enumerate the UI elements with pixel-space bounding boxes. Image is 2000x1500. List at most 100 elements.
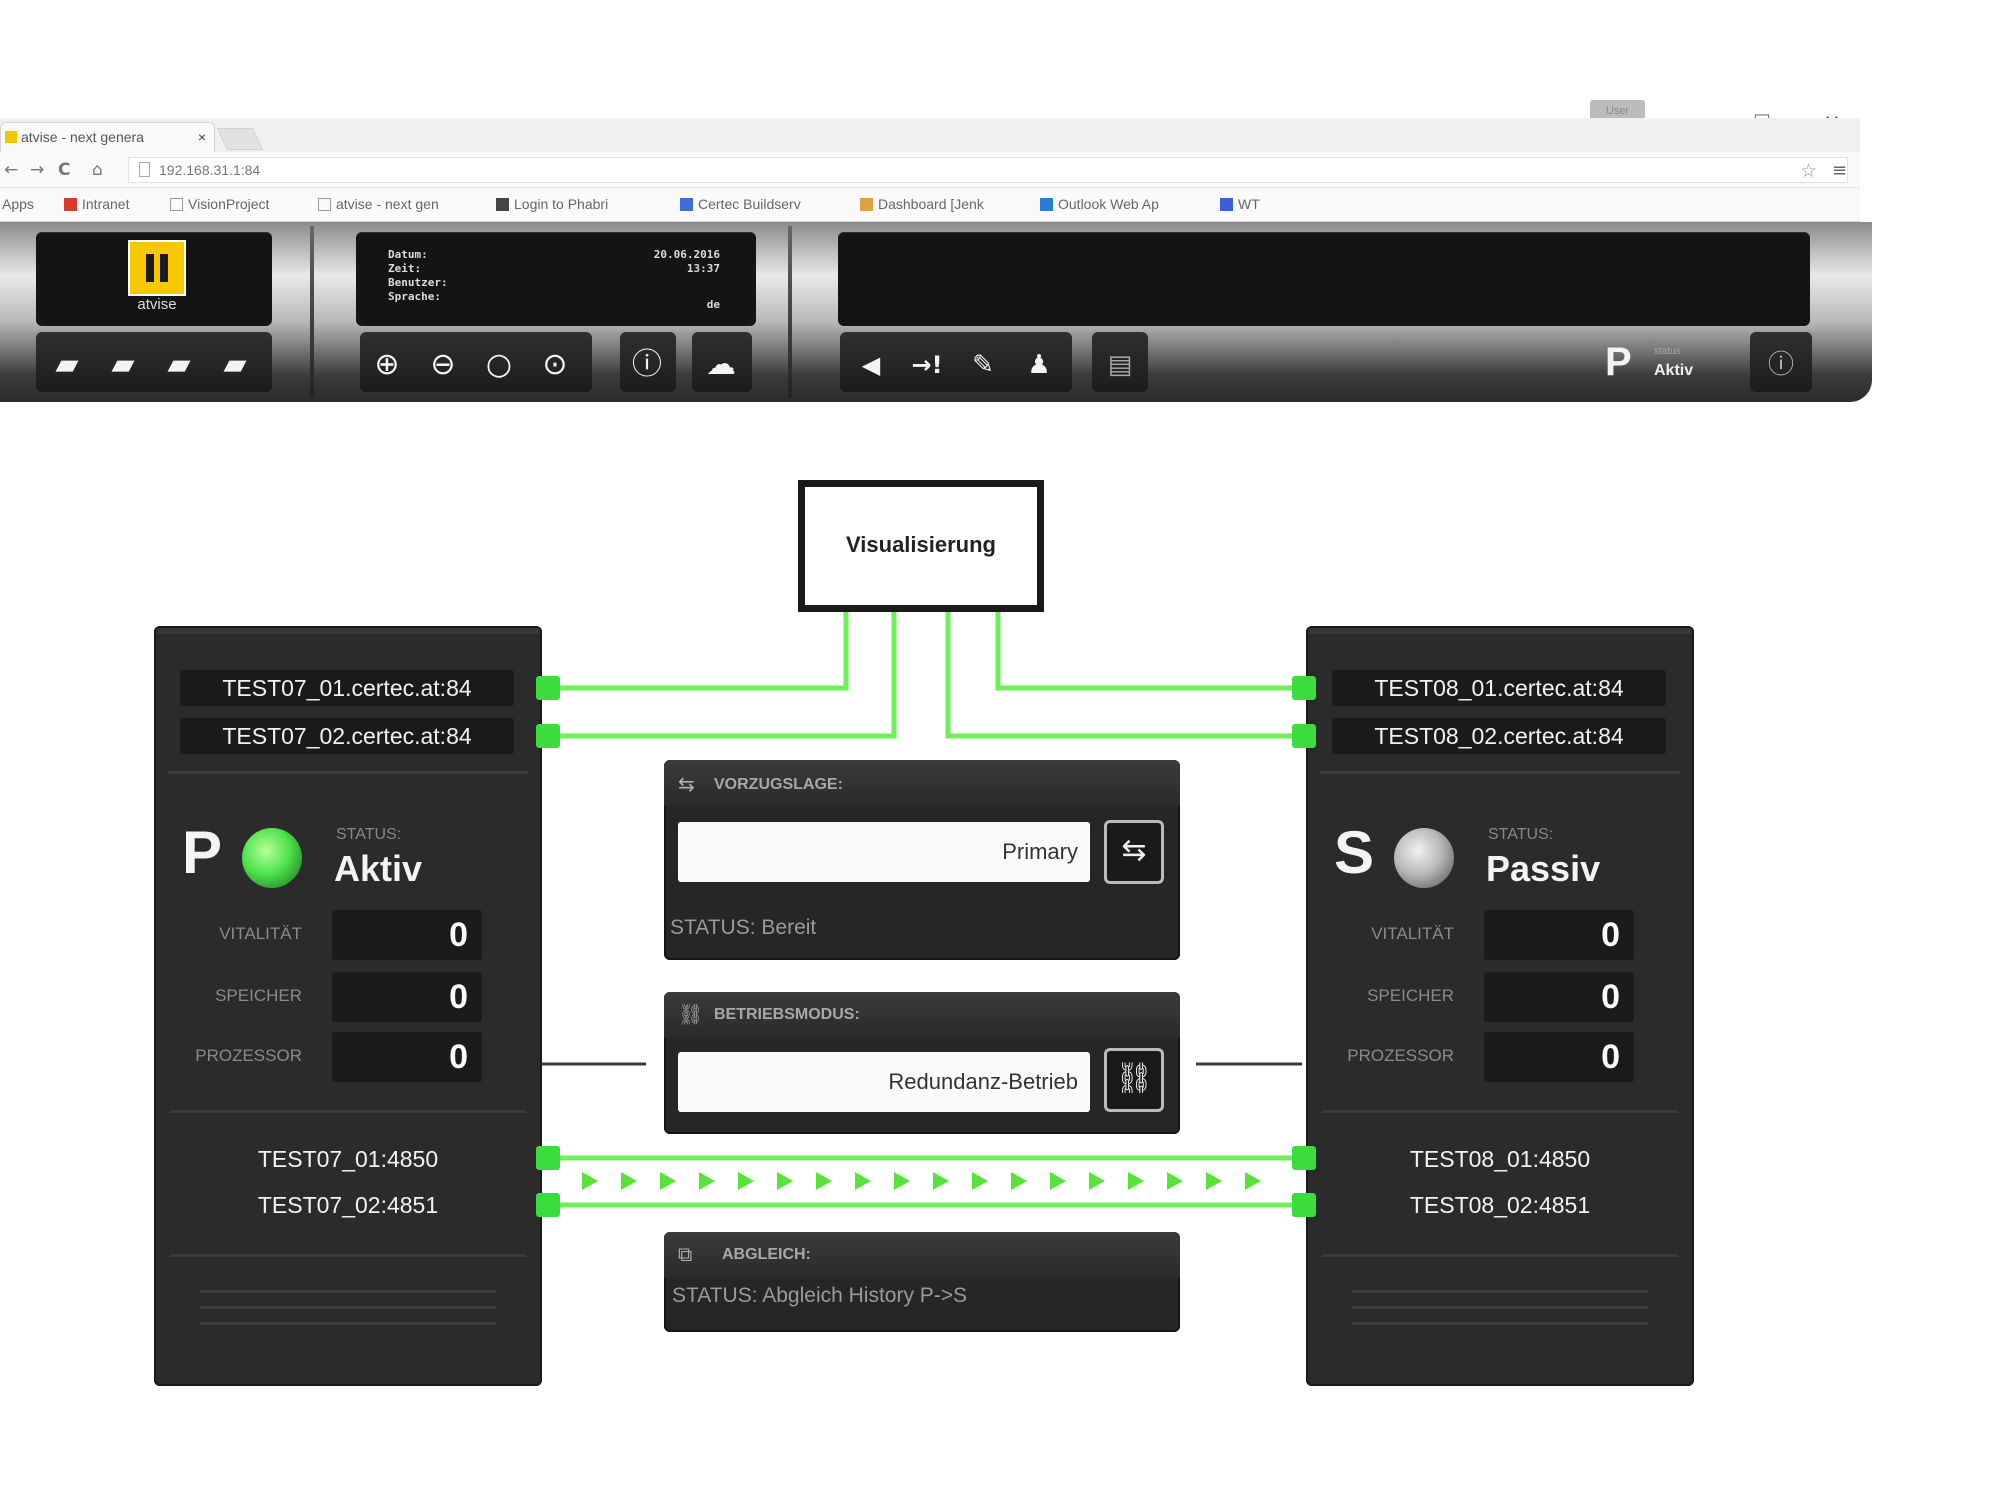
link-right-host2 xyxy=(945,612,1300,739)
chat-icon[interactable]: ☁ xyxy=(706,347,736,382)
bookmark-star-icon[interactable]: ☆ xyxy=(1800,161,1818,182)
left-host-1: TEST07_01.certec.at:84 xyxy=(180,670,514,706)
left-status-label: STATUS: xyxy=(336,826,402,843)
right-port-2-dot xyxy=(1292,1193,1316,1217)
left-port-1: TEST07_01:4850 xyxy=(257,1146,439,1172)
bookmark-visionproject[interactable]: VisionProject xyxy=(170,196,269,212)
sync-arrow xyxy=(1245,1172,1261,1190)
link-left-host2 xyxy=(550,612,897,739)
left-memory-label: SPEICHER xyxy=(215,986,302,1005)
zoom-out-icon[interactable]: ⊖ xyxy=(430,347,456,382)
info-icon-group xyxy=(620,332,676,392)
folder-import-icon[interactable]: ▰ xyxy=(167,347,191,382)
date-label: Datum: xyxy=(388,248,428,261)
time-value: 13:37 xyxy=(686,262,720,275)
message-panel xyxy=(838,232,1810,326)
toolbar-status-value: Aktiv xyxy=(1654,362,1694,379)
back-icon[interactable]: ← xyxy=(4,160,19,180)
user-label: Benutzer: xyxy=(388,276,448,289)
bookmarks-bar xyxy=(0,188,1860,222)
right-memory-value: 0 xyxy=(1484,972,1634,1022)
left-status-value: Aktiv xyxy=(334,848,423,889)
bookmark-outlook[interactable]: Outlook Web Ap xyxy=(1040,196,1159,212)
right-host-1: TEST08_01.certec.at:84 xyxy=(1332,670,1666,706)
operating-mode-field[interactable]: Redundanz-Betrieb xyxy=(678,1052,1090,1112)
left-divider xyxy=(170,1110,526,1113)
right-port-1: TEST08_01:4850 xyxy=(1409,1146,1591,1172)
document-icon[interactable]: ▤ xyxy=(1107,350,1133,380)
sync-arrow xyxy=(621,1172,637,1190)
jenkins-favicon-icon xyxy=(860,198,873,211)
bookmark-wt[interactable]: WT xyxy=(1220,196,1260,212)
zoom-reset-icon[interactable]: ○ xyxy=(485,347,513,382)
zoom-fit-icon[interactable]: ⊙ xyxy=(542,347,568,382)
home-icon[interactable]: ⌂ xyxy=(92,160,103,180)
preference-status: STATUS: Bereit xyxy=(670,916,817,939)
folder-save-icon[interactable]: ▰ xyxy=(223,347,247,382)
folder-open-icon[interactable]: ▰ xyxy=(55,347,79,382)
zoom-icon-group xyxy=(360,332,592,392)
bookmark-apps[interactable]: Apps xyxy=(2,196,34,212)
intranet-favicon-icon xyxy=(64,198,77,211)
wt-favicon-icon xyxy=(1220,198,1233,211)
language-value: de xyxy=(706,298,720,311)
info-icon[interactable]: ⓘ xyxy=(632,347,662,382)
right-vent-line xyxy=(1352,1306,1648,1309)
reload-icon[interactable]: C xyxy=(58,160,71,180)
right-host-2: TEST08_02.certec.at:84 xyxy=(1332,718,1666,754)
right-divider xyxy=(1322,1254,1678,1257)
bookmark-intranet[interactable]: Intranet xyxy=(64,196,129,212)
forward-icon[interactable]: → xyxy=(30,160,45,180)
left-status-led xyxy=(242,828,302,888)
right-divider xyxy=(1322,1110,1678,1113)
right-mode-letter: S xyxy=(1334,819,1375,886)
page-icon xyxy=(139,162,150,177)
browser-tab-atvise[interactable]: atvise - next genera × xyxy=(0,122,215,152)
mute-icon[interactable]: ◀ xyxy=(861,351,881,379)
right-memory-label: SPEICHER xyxy=(1367,986,1454,1005)
sign-icon[interactable]: ✎ xyxy=(972,350,994,380)
sync-arrow xyxy=(777,1172,793,1190)
zoom-in-icon[interactable]: ⊕ xyxy=(374,347,400,382)
bookmark-buildserver[interactable]: Certec Buildserv xyxy=(680,196,801,212)
link-right-host1 xyxy=(995,612,1300,691)
info-panel xyxy=(356,232,756,326)
user-icon[interactable]: ♟ xyxy=(1027,350,1051,380)
sync-arrow xyxy=(1206,1172,1222,1190)
user-badge[interactable]: User xyxy=(1590,100,1645,122)
bookmark-atvise[interactable]: atvise - next gen xyxy=(318,196,439,212)
swap-preference-button[interactable]: ⇆ xyxy=(1104,820,1164,884)
left-port-1-dot xyxy=(536,1146,560,1170)
alarm-icon-group xyxy=(840,332,1072,392)
atvise-logo xyxy=(128,240,186,296)
bookmark-jenkins[interactable]: Dashboard [Jenk xyxy=(860,196,984,212)
left-memory-value: 0 xyxy=(332,972,482,1022)
sync-title: ABGLEICH: xyxy=(722,1246,811,1263)
toolbar-info-icon[interactable]: ⓘ xyxy=(1767,350,1794,380)
right-port-2: TEST08_02:4851 xyxy=(1409,1192,1591,1218)
operating-mode-link-button[interactable]: ⛓ xyxy=(1104,1048,1164,1112)
sync-arrow xyxy=(1011,1172,1027,1190)
left-divider xyxy=(170,1254,526,1257)
right-host-1-port xyxy=(1292,676,1316,700)
left-mode-letter: P xyxy=(182,819,223,886)
page-icon xyxy=(170,198,183,211)
buildserver-favicon-icon xyxy=(680,198,693,211)
right-port-1-dot xyxy=(1292,1146,1316,1170)
tab-title: atvise - next genera xyxy=(21,129,144,145)
url-input[interactable]: 192.168.31.1:84 xyxy=(128,157,1848,183)
sync-panel xyxy=(664,1232,1180,1332)
chat-icon-group xyxy=(692,332,752,392)
preference-field[interactable]: Primary xyxy=(678,822,1090,882)
toolbar-separator xyxy=(788,226,792,398)
visualization-box: Visualisierung xyxy=(798,480,1044,612)
folder-export-icon[interactable]: ▰ xyxy=(111,347,135,382)
phabricator-favicon-icon xyxy=(496,198,509,211)
sync-arrow xyxy=(660,1172,676,1190)
left-host-2: TEST07_02.certec.at:84 xyxy=(180,718,514,754)
date-value: 20.06.2016 xyxy=(653,248,720,261)
browser-menu-icon[interactable]: ≡ xyxy=(1832,160,1848,181)
alarm-acknowledge-icon[interactable]: →! xyxy=(911,351,943,379)
bookmark-phabricator[interactable]: Login to Phabri xyxy=(496,196,608,212)
tab-close-icon[interactable]: × xyxy=(197,129,206,145)
